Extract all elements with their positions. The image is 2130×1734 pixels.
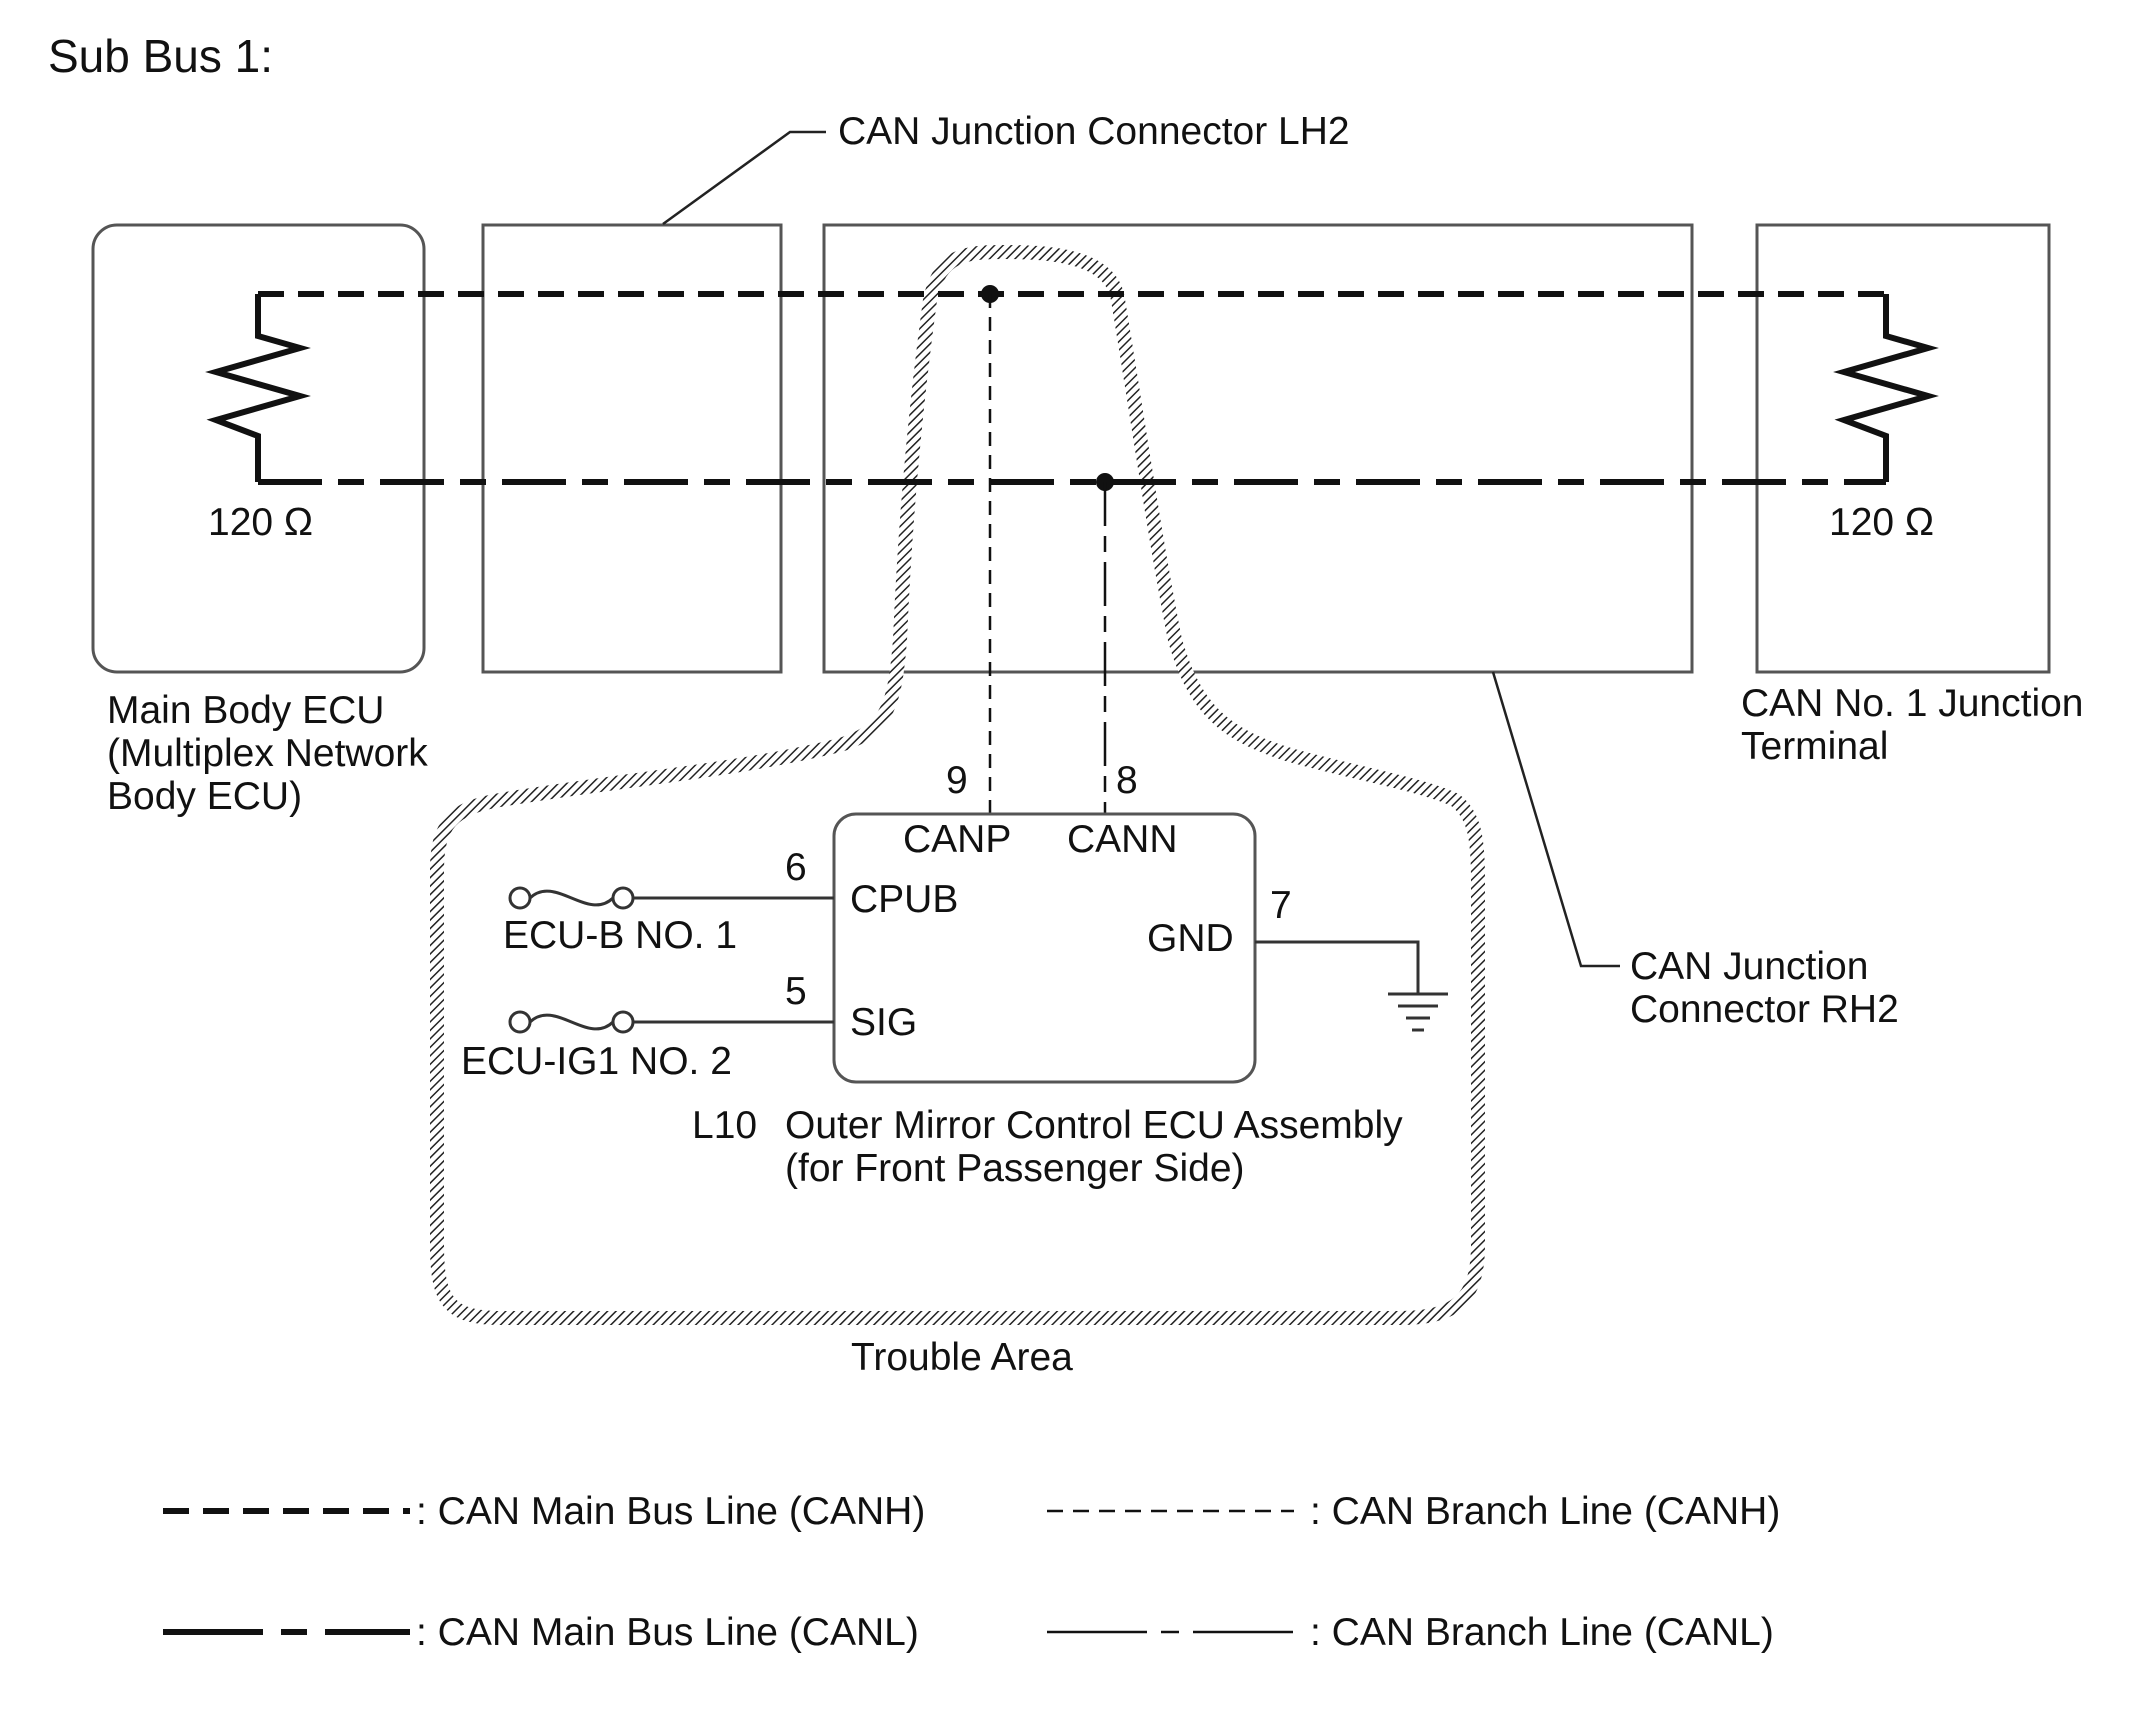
mirror-ecu-label-1: Outer Mirror Control ECU Assembly	[785, 1104, 1403, 1147]
trouble-area-outline	[430, 244, 1485, 1325]
legend-main-canl-label: : CAN Main Bus Line (CANL)	[416, 1611, 919, 1654]
junction-terminal-label-2: Terminal	[1741, 725, 1888, 768]
left-resistor	[205, 294, 311, 482]
fuse-ecu-b-terminal-left	[508, 886, 532, 910]
junction-rh2-label-1: CAN Junction	[1630, 945, 1868, 988]
pin-name-cpub: CPUB	[850, 878, 958, 921]
trouble-area-label: Trouble Area	[851, 1336, 1073, 1379]
gnd-wire	[1255, 940, 1420, 994]
pin-number-cpub: 6	[785, 846, 807, 889]
right-resistor-value: 120 Ω	[1829, 501, 1934, 544]
main-body-ecu-label-3: Body ECU)	[107, 775, 302, 818]
main-body-ecu-label-1: Main Body ECU	[107, 689, 384, 732]
mirror-ecu-label-2: (for Front Passenger Side)	[785, 1147, 1245, 1190]
pin-number-gnd: 7	[1270, 884, 1292, 927]
page-title: Sub Bus 1:	[48, 30, 273, 82]
fuse-ecu-ig1-terminal-left	[508, 1010, 532, 1034]
fuse-ecu-b-terminal-right	[611, 886, 635, 910]
main-body-ecu-label-2: (Multiplex Network	[107, 732, 428, 775]
junction-rh2-box	[822, 223, 1694, 674]
junction-rh2-label-2: Connector RH2	[1630, 988, 1899, 1031]
mirror-ecu-code: L10	[692, 1104, 757, 1147]
right-resistor	[1833, 294, 1939, 482]
main-body-ecu-box	[91, 223, 426, 674]
fuse-ecu-b-icon	[528, 889, 615, 907]
junction-lh2-label: CAN Junction Connector LH2	[838, 110, 1350, 153]
pin-name-cann: CANN	[1067, 818, 1178, 861]
mirror-ecu-box	[832, 812, 1257, 1084]
pin-name-sig: SIG	[850, 1001, 917, 1044]
legend-branch-canh-label: : CAN Branch Line (CANH)	[1310, 1490, 1780, 1533]
fuse-ecu-ig1-terminal-right	[611, 1010, 635, 1034]
lh2-leader-line	[662, 130, 826, 226]
fuse-ecu-ig1-icon	[528, 1013, 615, 1031]
fuse-ecu-ig1-label: ECU-IG1 NO. 2	[461, 1040, 732, 1083]
left-resistor-value: 120 Ω	[208, 501, 313, 544]
fuse-ecu-b-label: ECU-B NO. 1	[503, 914, 737, 957]
legend-branch-canl-label: : CAN Branch Line (CANL)	[1310, 1611, 1774, 1654]
pin-number-canp: 9	[946, 759, 968, 802]
junction-terminal-box	[1755, 223, 2051, 674]
pin-number-cann: 8	[1116, 759, 1138, 802]
rh2-leader-line	[1491, 671, 1620, 968]
pin-name-gnd: GND	[1147, 917, 1234, 960]
junction-lh2-box	[481, 223, 783, 674]
pin-name-canp: CANP	[903, 818, 1011, 861]
legend-main-canh-label: : CAN Main Bus Line (CANH)	[416, 1490, 925, 1533]
pin-number-sig: 5	[785, 970, 807, 1013]
junction-terminal-label-1: CAN No. 1 Junction	[1741, 682, 2084, 725]
